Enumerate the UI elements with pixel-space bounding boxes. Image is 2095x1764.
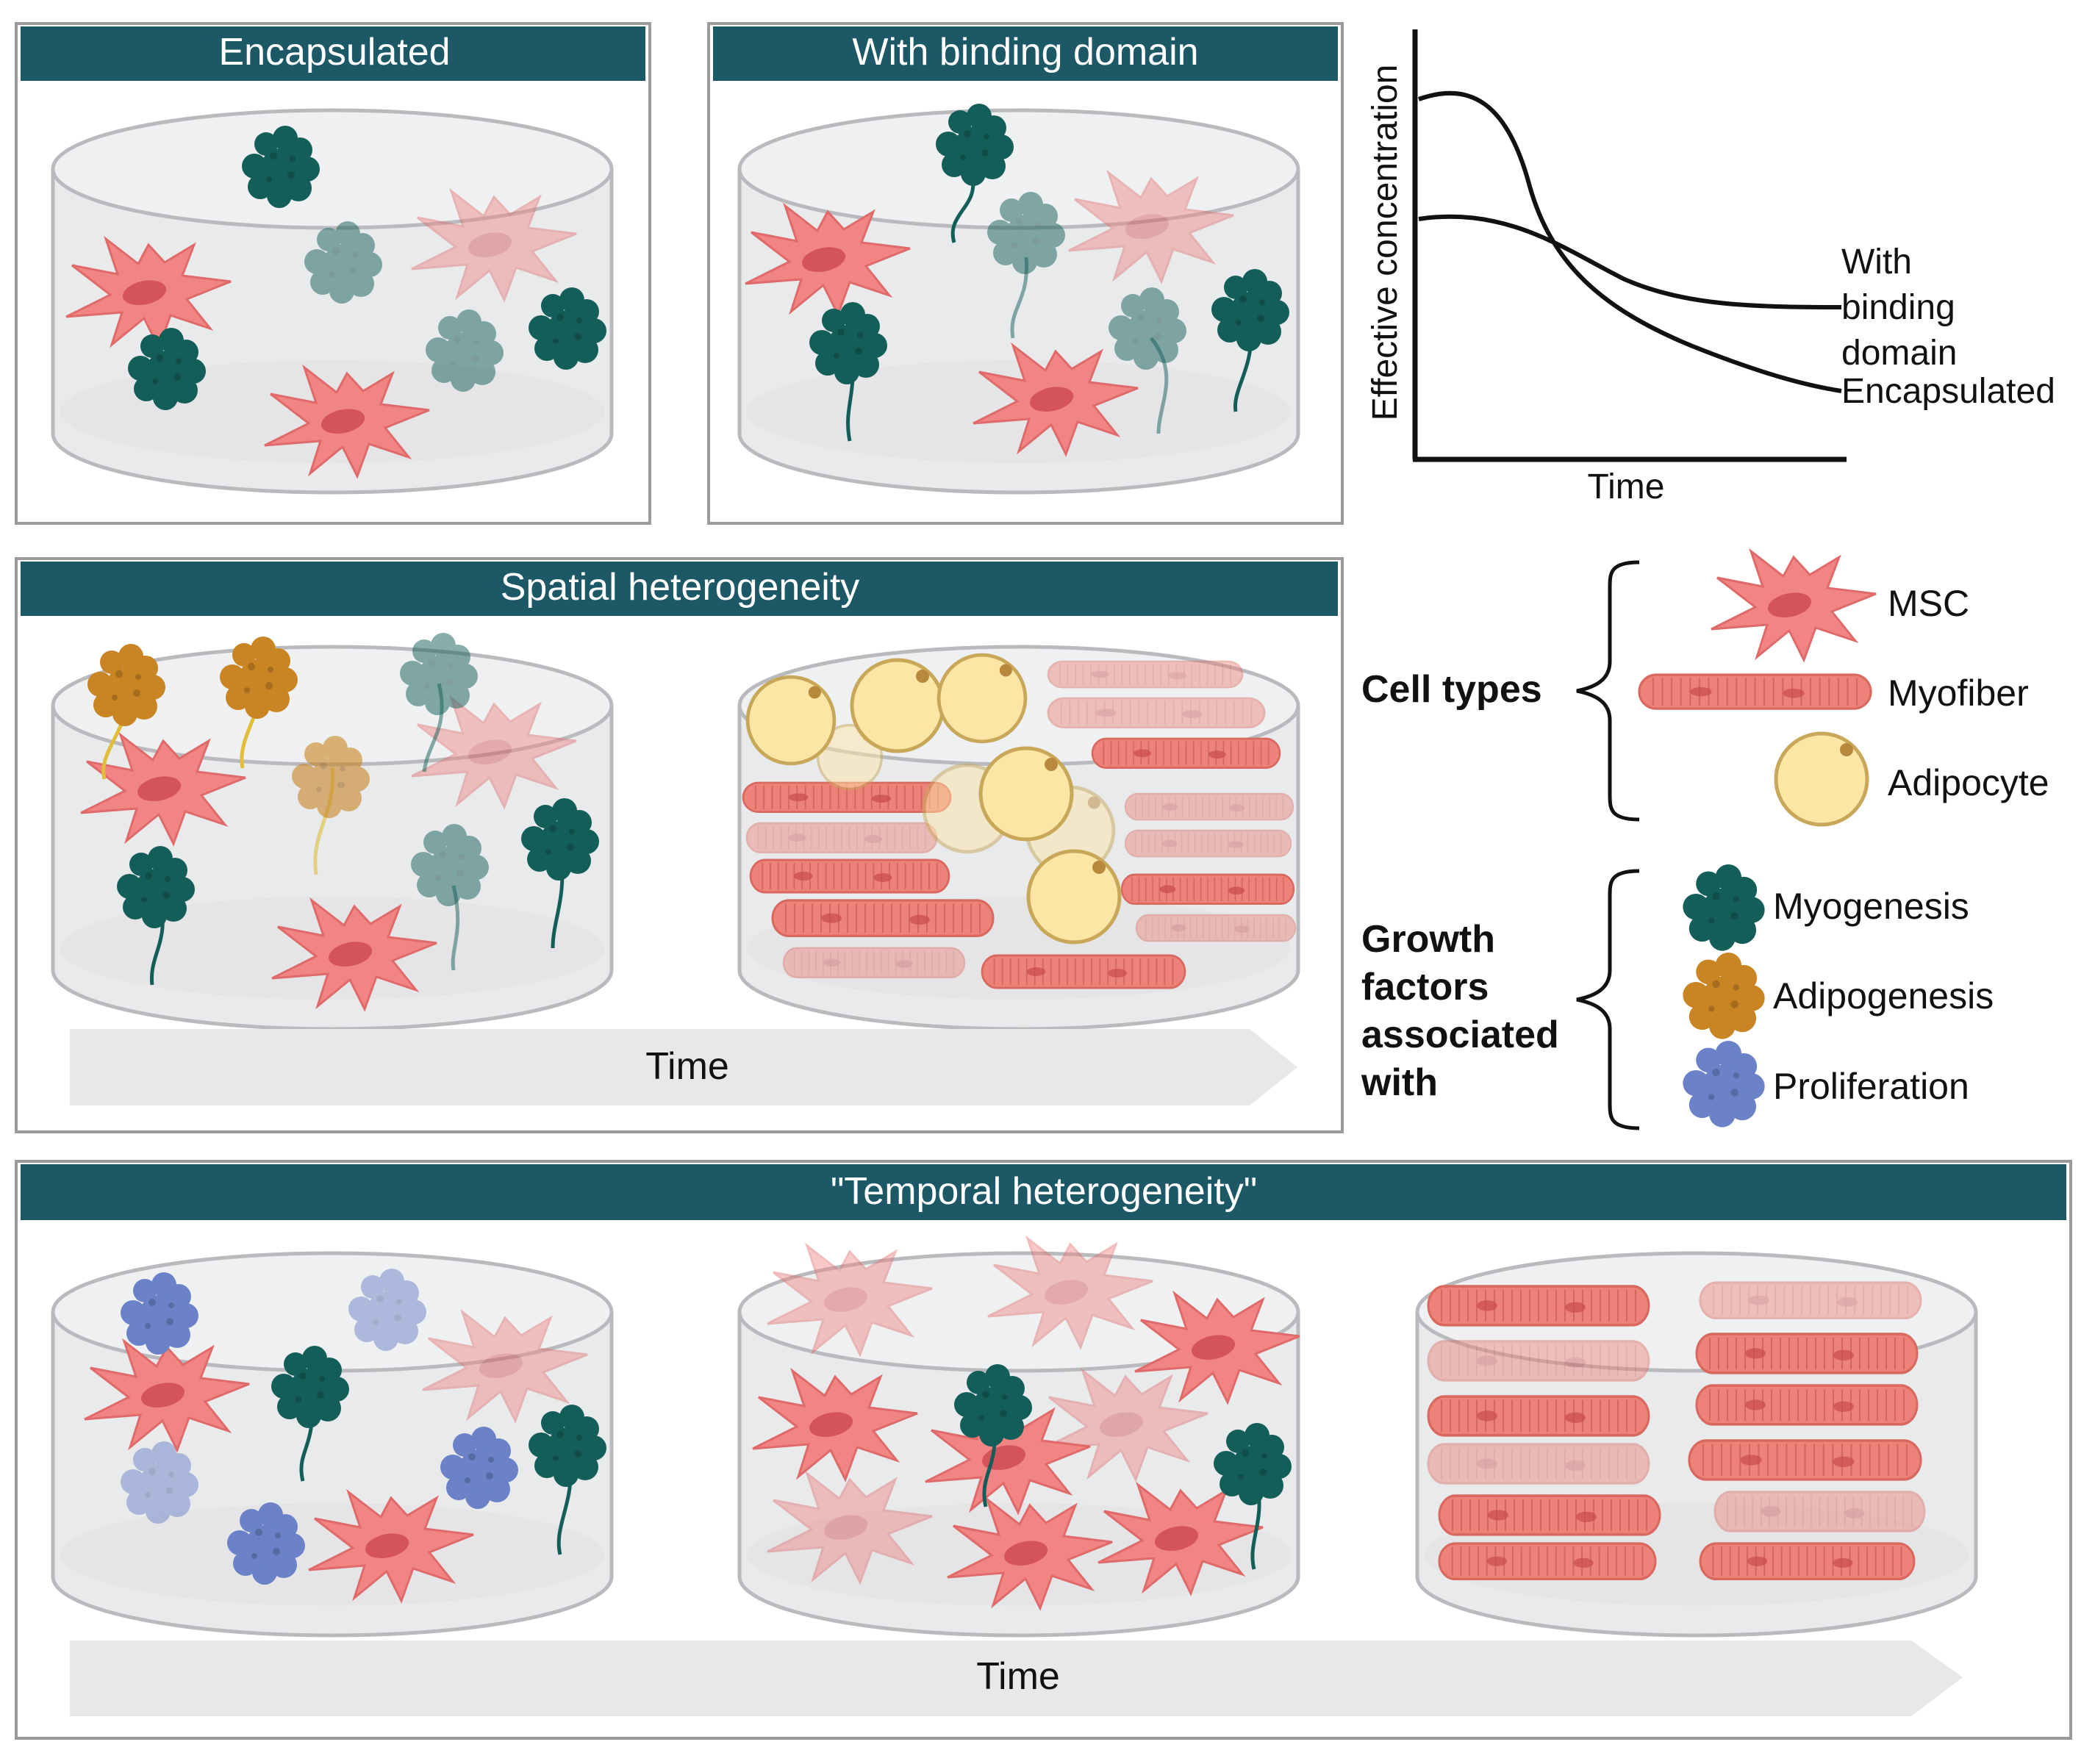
legend-gf-title-3: associated: [1361, 1014, 1559, 1056]
legend-adipocyte-label: Adipocyte: [1888, 762, 2049, 803]
panel-binding-title: With binding domain: [852, 31, 1198, 74]
hydrogel-temporal-early: [53, 1253, 612, 1635]
legend-adipogenesis-label: Adipogenesis: [1773, 975, 1994, 1017]
panel-binding-header: [713, 26, 1338, 81]
legend-cell-types-title: Cell types: [1361, 668, 1542, 711]
curve-binding-label-3: domain: [1841, 334, 1957, 373]
adipocyte-cell: [748, 677, 834, 764]
hydrogel-encapsulated: [53, 110, 612, 492]
panel-temporal: "Temporal heterogeneity": [15, 1160, 2072, 1740]
adipocyte-cell: [1028, 851, 1120, 942]
legend-gf-title-2: factors: [1361, 966, 1489, 1008]
illustration-element: [1427, 1443, 1650, 1485]
illustration-element: [1124, 792, 1294, 821]
illustration-element: [1695, 1384, 1919, 1426]
panel-encapsulated: Encapsulated: [15, 22, 651, 525]
legend-myofiber-label: Myofiber: [1888, 673, 2029, 714]
panel-encapsulated-header: [21, 26, 645, 81]
spatial-time-label: Time: [645, 1045, 729, 1088]
illustration-element: [1695, 1333, 1919, 1374]
illustration-element: [981, 954, 1186, 989]
illustration-element: [1699, 1281, 1922, 1320]
concentration-graph: Effective concentration Time With bindin…: [1366, 29, 2055, 506]
illustration-element: [1135, 914, 1297, 942]
illustration-element: [1688, 1439, 1922, 1481]
legend-myogenesis-label: Myogenesis: [1773, 886, 1969, 927]
adipocyte-cell: [939, 655, 1025, 742]
curve-binding-domain: [1418, 214, 1842, 309]
illustration-element: [749, 858, 950, 894]
panel-temporal-title: "Temporal heterogeneity": [831, 1170, 1257, 1213]
adipocyte-cell: [852, 660, 943, 751]
illustration-element: [1699, 1542, 1916, 1581]
graph-ylabel: Effective concentration: [1366, 65, 1405, 421]
illustration-element: [1120, 873, 1295, 905]
temporal-time-label: Time: [976, 1655, 1060, 1698]
legend-brace-cells: [1576, 560, 1640, 822]
hydrogel-temporal-late: [1417, 1253, 1976, 1635]
illustration-element: [1713, 1491, 1926, 1532]
legend-msc-label: MSC: [1888, 583, 1969, 624]
panel-spatial-header: [21, 562, 1338, 616]
curve-binding-label-2: binding: [1841, 288, 1955, 327]
illustration-element: [1047, 697, 1266, 729]
curve-encapsulated: [1417, 90, 1842, 393]
legend-adipocyte-icon: [1776, 734, 1867, 825]
illustration-element: [1438, 1494, 1661, 1536]
legend-msc-icon: [1710, 550, 1877, 662]
panel-spatial-title: Spatial heterogeneity: [501, 566, 860, 609]
illustration-element: [1427, 1285, 1650, 1327]
hydrogel-spatial-late: [739, 647, 1298, 1029]
panel-encapsulated-title: Encapsulated: [218, 31, 450, 74]
legend-myofiber-icon: [1638, 673, 1872, 710]
legend-proliferation-label: Proliferation: [1773, 1066, 1969, 1107]
illustration-element: [1124, 829, 1292, 858]
legend-gf-title-1: Growth: [1361, 918, 1495, 961]
legend-brace-gf: [1576, 869, 1640, 1130]
panel-temporal-header: [21, 1164, 2066, 1220]
hydrogel-binding: [739, 104, 1298, 492]
legend: Cell types MSC Myofiber Adipocyte Growth…: [1361, 550, 2049, 1130]
temporal-time-arrow: [70, 1641, 1963, 1716]
illustration-element: [1438, 1542, 1657, 1581]
legend-proliferation-icon: [1683, 1041, 1765, 1127]
curve-binding-label-1: With: [1841, 243, 1912, 282]
curve-encapsulated-label: Encapsulated: [1841, 372, 2055, 411]
legend-myogenesis-icon: [1683, 864, 1765, 951]
panel-spatial: Spatial heterogeneity: [15, 557, 1344, 1133]
graph-xlabel: Time: [1588, 467, 1665, 506]
legend-adipogenesis-icon: [1683, 953, 1765, 1039]
adipocyte-cell: [981, 748, 1072, 839]
hydrogel-spatial-early: [53, 633, 612, 1029]
panel-binding-domain: With binding domain: [707, 22, 1344, 525]
hydrogel-temporal-mid: [739, 1237, 1301, 1635]
illustration-element: [1091, 737, 1281, 769]
illustration-element: [745, 822, 938, 853]
illustration-element: [771, 899, 995, 938]
illustration-element: [1427, 1395, 1650, 1437]
illustration-element: [1047, 660, 1244, 689]
spatial-time-arrow: [70, 1029, 1297, 1105]
illustration-element: [1427, 1340, 1650, 1382]
illustration-element: [782, 947, 966, 978]
legend-gf-title-4: with: [1361, 1061, 1438, 1104]
